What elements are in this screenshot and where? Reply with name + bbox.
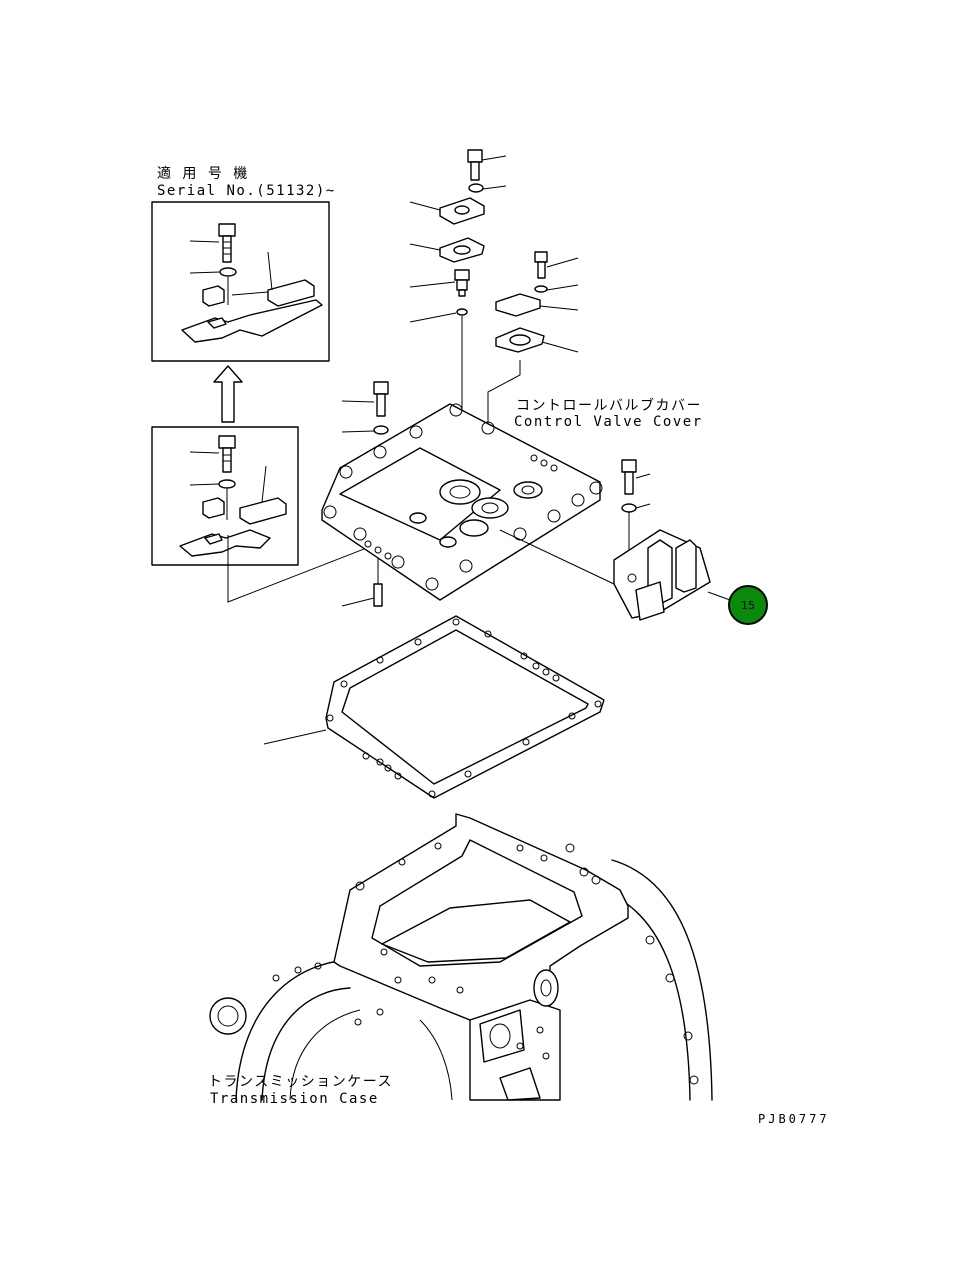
- callout-circle[interactable]: [728, 585, 768, 625]
- callout-number: 15: [741, 599, 755, 612]
- inset-plate-icon: [267, 279, 315, 307]
- drawing-code: PJB0777: [758, 1112, 830, 1126]
- cover-bolt: [341, 381, 389, 435]
- inset-washer-icon: [219, 267, 237, 277]
- top-plug-icon: [454, 269, 470, 297]
- inset-block-icon: [202, 285, 225, 307]
- up-arrow-icon: [213, 365, 243, 423]
- right-cover-icon: [495, 293, 541, 317]
- transmission-case: [209, 813, 713, 1101]
- top-washer-icon: [468, 183, 484, 193]
- inset2-washer-icon: [218, 479, 236, 489]
- transmission-case-jp: トランスミッションケース: [208, 1074, 393, 1090]
- right-bolt-icon: [534, 251, 548, 279]
- callout-15[interactable]: 15: [728, 585, 768, 625]
- inset-serial-label: Serial No.(51132)~: [157, 183, 336, 199]
- upper-inset-box: [151, 201, 330, 362]
- top-parts-stack: [409, 149, 507, 490]
- bracket-part: [499, 459, 731, 621]
- control-valve-cover-jp: コントロールバルブカバー: [516, 397, 702, 414]
- control-valve-cover-en: Control Valve Cover: [514, 414, 703, 430]
- inset-bolt-icon: [218, 223, 236, 263]
- bracket-bolt-icon: [621, 459, 637, 495]
- top-o-ring-icon: [456, 308, 468, 316]
- transmission-case-en: Transmission Case: [210, 1091, 379, 1107]
- control-valve-cover-plate: [321, 403, 603, 601]
- top-bolt-icon: [467, 149, 483, 181]
- dowel-pin-icon: [341, 558, 383, 607]
- lower-inset-box: [151, 426, 299, 566]
- inset-applicable-label: 適 用 号 機: [157, 165, 249, 182]
- gasket: [263, 615, 605, 799]
- inset2-bolt-icon: [218, 435, 236, 473]
